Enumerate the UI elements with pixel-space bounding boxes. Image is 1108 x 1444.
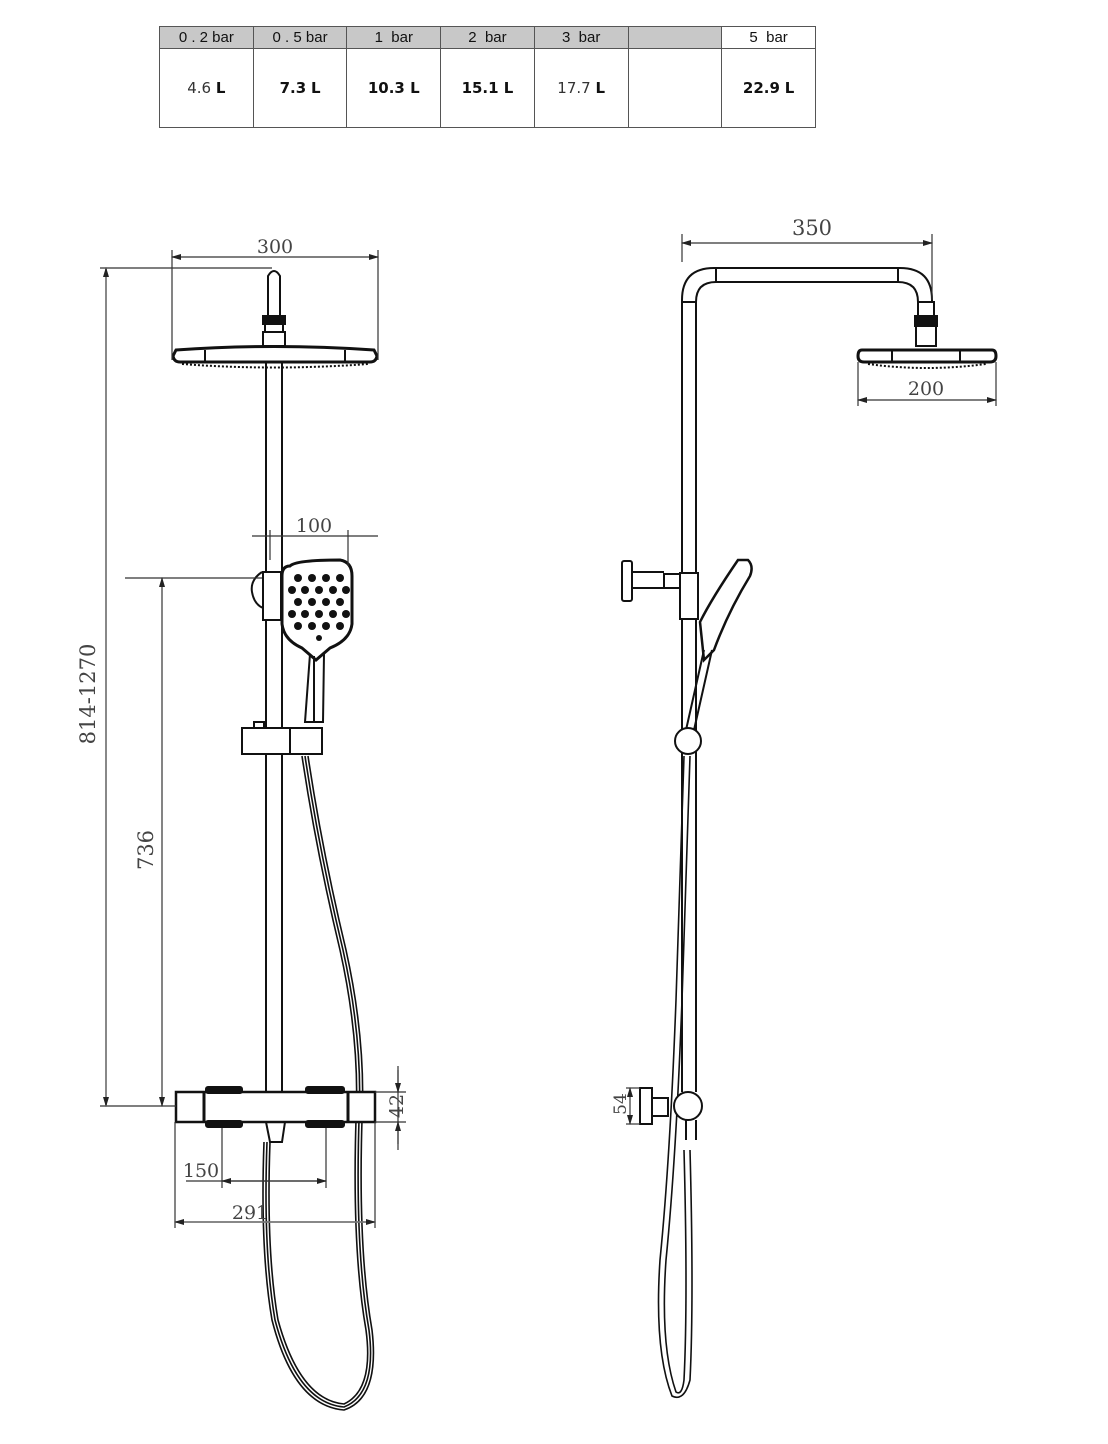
side-view [621,234,998,1399]
side-dimension-lines [626,234,997,1125]
flow-value: 4.6 [187,79,212,97]
flow-value-cell: 7.3 L [252,48,348,128]
side-mixer-icon [639,1087,703,1140]
pressure-header-empty [627,26,723,49]
dim-slide-height: 736 [134,830,158,870]
dim-mixer-height: 42 [386,1094,408,1118]
flow-value: 22.9 [742,79,780,97]
side-slider-icon [674,727,702,755]
flow-value-cell: 10.3 L [346,48,442,128]
dim-mixer-width: 291 [232,1202,268,1224]
dim-arm-projection: 350 [792,216,832,240]
flow-unit: L [595,79,606,97]
wall-bracket-icon [250,571,282,621]
pressure-header: 0 . 5 bar [252,26,348,49]
pressure-header: 1 bar [346,26,442,49]
hand-shower-icon [280,558,354,723]
dim-total-height: 814-1270 [76,644,100,745]
pressure-header: 0 . 2 bar [159,26,254,49]
side-hand-shower-icon [685,558,753,731]
hose-icon [262,755,375,1411]
flow-value: 7.3 [279,79,307,97]
flow-rate-table: 0 . 2 bar 0 . 5 bar 1 bar 2 bar 3 bar 5 … [159,26,816,128]
side-wall-bracket-icon [621,560,699,620]
dim-overhead-width: 300 [257,236,293,258]
dim-handshower-offset: 100 [296,515,332,537]
flow-unit: L [784,79,795,97]
flow-value-cell: 4.6 L [159,48,254,128]
flow-value-cell-empty [627,48,723,128]
shower-arm-icon [681,267,935,1092]
flow-value-row: 4.6 L 7.3 L 10.3 L 15.1 L 17.7 L 22.9 L [159,48,816,128]
flow-unit: L [215,79,226,97]
dim-mixer-depth: 54 [611,1093,631,1115]
pressure-header-row: 0 . 2 bar 0 . 5 bar 1 bar 2 bar 3 bar 5 … [159,26,816,49]
flow-value-cell: 17.7 L [533,48,629,128]
pressure-header: 2 bar [440,26,535,49]
flow-value-cell: 15.1 L [440,48,535,128]
overhead-shower-icon [171,270,379,369]
front-view [100,250,406,1411]
thermostatic-mixer-icon [174,1086,377,1143]
side-hose-icon [657,755,693,1399]
flow-value-cell: 22.9 L [721,48,816,128]
flow-unit: L [410,79,420,97]
dim-overhead-diameter: 200 [908,378,944,400]
flow-value: 15.1 [461,79,504,97]
pressure-header: 5 bar [721,26,816,49]
flow-value: 10.3 [367,79,411,97]
side-overhead-shower-icon [856,315,998,369]
front-dimension-lines [100,250,406,1228]
flow-unit: L [310,79,321,97]
dim-inlet-spacing: 150 [183,1160,219,1182]
slider-bracket-icon [241,721,323,755]
flow-unit: L [503,79,514,97]
flow-value: 17.7 [557,79,591,97]
